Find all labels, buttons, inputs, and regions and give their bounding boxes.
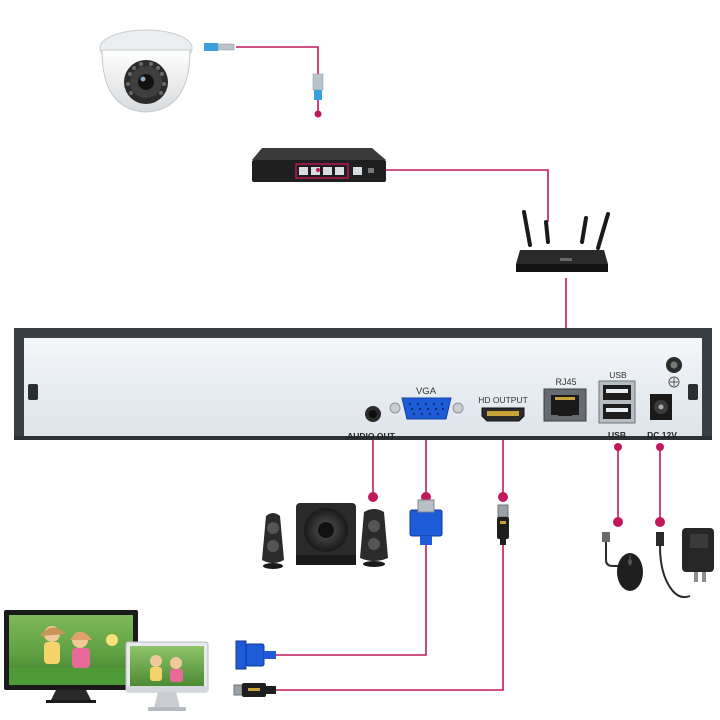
- monitor-hdmi-plug-icon: [233, 683, 276, 697]
- dc-label: DC 12V: [647, 430, 677, 440]
- dc-power-port: DC 12V: [647, 357, 682, 440]
- usb-bottom-label: USB: [608, 430, 626, 440]
- hdmi-port: HD OUTPUT: [478, 395, 528, 422]
- wires: [236, 46, 665, 691]
- left-mount-screw-icon: [28, 384, 38, 400]
- usb-ports: USB USB: [598, 370, 636, 440]
- usb-top-label: USB: [609, 370, 627, 380]
- camera-ethernet-plug-icon: [204, 43, 235, 51]
- hdmi-label: HD OUTPUT: [478, 395, 528, 405]
- vga-connector-icon: [409, 499, 443, 545]
- wire-dc-to-adapter: [655, 443, 665, 527]
- audio-out-port: AUDIO OUT: [347, 406, 396, 441]
- right-mount-screw-icon: [688, 384, 698, 400]
- rj45-port: RJ45: [543, 377, 587, 422]
- ground-icon: [668, 376, 680, 388]
- audio-out-label: AUDIO OUT: [347, 431, 396, 441]
- wire-usb-to-mouse: [613, 443, 623, 527]
- wire-camera-to-switch: [236, 46, 322, 118]
- network-switch-icon: [252, 148, 386, 182]
- desktop-monitor-icon: [125, 641, 209, 711]
- power-adapter-icon: [656, 528, 714, 599]
- usb-mouse-icon: [602, 532, 643, 591]
- vga-label: VGA: [416, 386, 437, 397]
- right-satellite-speaker: [360, 509, 388, 567]
- switch-ethernet-plug-icon: [312, 73, 324, 100]
- vga-port: VGA: [389, 386, 464, 420]
- wire-switch-to-router: [348, 169, 549, 222]
- wire-audio-to-speakers: [368, 431, 378, 502]
- speakers-icon: [262, 503, 388, 569]
- left-satellite-speaker: [262, 513, 284, 569]
- tv-monitor-icon: [4, 610, 138, 703]
- nvr-recorder: AUDIO OUT VGA HD OUTPUT RJ45: [14, 328, 712, 441]
- wifi-router-icon: [516, 210, 610, 272]
- monitor-vga-plug-icon: [235, 640, 276, 670]
- hdmi-connector-icon: [497, 504, 509, 545]
- rj45-label: RJ45: [555, 377, 576, 387]
- dome-camera-icon: [99, 29, 193, 113]
